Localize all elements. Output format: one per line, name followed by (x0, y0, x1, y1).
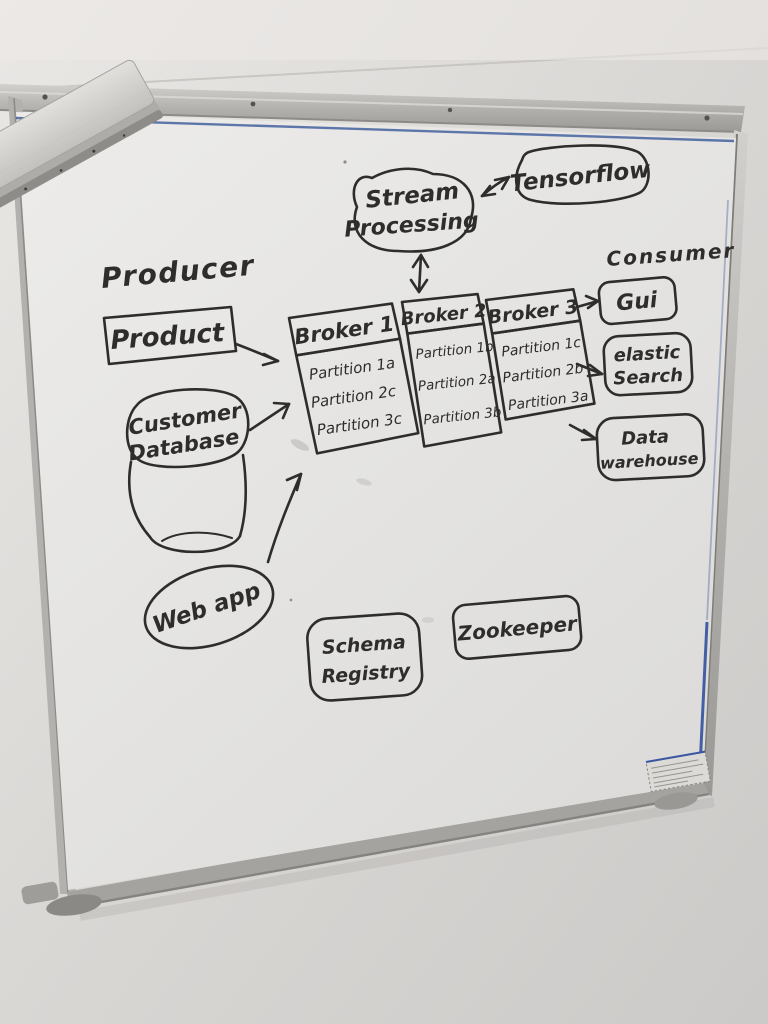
gui-label: Gui (615, 288, 659, 317)
frame-right-rail-edge (702, 133, 738, 791)
arrow-customer-database-to-broker1 (248, 401, 291, 432)
board-foot-right (654, 792, 698, 810)
certification-sticker (645, 750, 711, 793)
arrow-product-to-broker1 (234, 342, 280, 367)
arrow-web-app-to-broker1 (266, 472, 303, 564)
elastic-search-node: elastic Search (602, 331, 694, 397)
frame-top-rail (0, 84, 745, 132)
arrow-broker3-to-elastic-search (575, 362, 604, 378)
board-speck (289, 598, 293, 602)
arrow-stream-processing-tensorflow-bidirectional (480, 175, 511, 198)
board-blue-trim-right-faint (706, 199, 729, 621)
elastic-search-label-1: elastic (613, 342, 681, 366)
board-shadow (79, 797, 715, 921)
board-speck (343, 160, 347, 164)
wall-upper-band (0, 0, 768, 60)
data-warehouse-label-1: Data (621, 426, 670, 449)
architecture-diagram: Producer Product Customer Database Web a… (100, 144, 736, 702)
arrow-broker3-to-data-warehouse (568, 423, 598, 442)
frame-bottom-rail (66, 779, 709, 907)
board-smudge (290, 439, 310, 451)
board-blue-trim-right (698, 621, 709, 769)
rail-screw (447, 107, 453, 113)
whiteboard-eraser (0, 59, 163, 211)
rail-screw (42, 94, 48, 100)
rail-screw (250, 101, 256, 107)
gui-node: Gui (597, 275, 678, 326)
whiteboard-surface (16, 112, 736, 890)
arrow-broker2-stream-processing-bidirectional (409, 253, 430, 294)
frame-bottom-rail-edge (72, 792, 710, 909)
board-foot-left (21, 881, 102, 916)
rail-screw (704, 115, 710, 121)
arrow-broker3-to-gui (575, 294, 600, 310)
elastic-search-label-2: Search (613, 365, 684, 390)
zookeeper-node: Zookeeper (451, 594, 583, 661)
board-smudge (422, 617, 434, 623)
board-smudge (356, 478, 372, 486)
